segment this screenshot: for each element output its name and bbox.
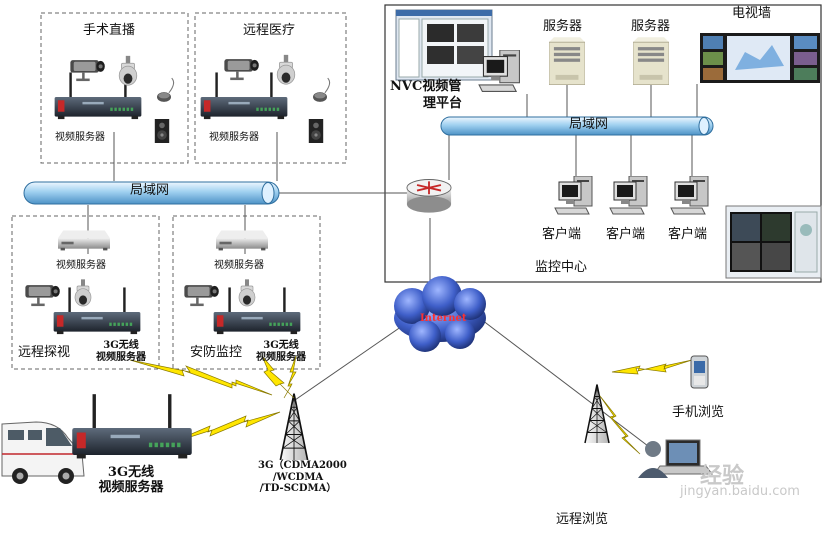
internet-label: Internet	[420, 313, 467, 324]
microphone-icon	[312, 77, 331, 103]
nvc-platform-label-line2: 理平台	[423, 96, 463, 111]
3g-wireless-label-line2: 视频服务器	[96, 351, 146, 363]
video-server-device-icon	[200, 72, 288, 120]
zone-title-remote-probe: 远程探视	[18, 345, 71, 360]
client-label: 客户端	[668, 227, 708, 242]
3g-wireless-label-line1: 3G无线	[263, 340, 299, 351]
lan-pipe-right	[440, 116, 714, 136]
3g-video-server-icon	[72, 394, 192, 459]
speaker-icon	[154, 119, 170, 143]
box-camera-icon	[25, 285, 60, 307]
speaker-icon	[308, 119, 324, 143]
mobile-phone-icon	[690, 355, 709, 389]
dome-camera-icon	[276, 54, 296, 85]
watermark-brand: 经验	[700, 464, 745, 489]
lan-pipe-left	[23, 181, 280, 205]
3g-video-server-icon	[53, 287, 141, 335]
video-server-label: 视频服务器	[56, 260, 106, 271]
nvr-box-icon	[216, 230, 268, 251]
nvc-platform-pc-icon	[478, 50, 520, 92]
lan-label-left: 局域网	[130, 183, 170, 198]
server-icon	[549, 37, 585, 85]
3g-wireless-label-line1: 3G无线	[103, 340, 139, 351]
lan-label-right: 局域网	[569, 117, 609, 132]
3g-wireless-label: 3G无线 视频服务器	[88, 340, 154, 363]
client-label: 客户端	[542, 227, 582, 242]
nvc-platform-label-line1: NVC视频管	[390, 79, 462, 94]
video-wall-label: 电视墙	[732, 6, 772, 21]
connection-lines	[87, 84, 698, 447]
ambulance-van-icon	[1, 421, 85, 484]
dome-camera-icon	[74, 278, 92, 307]
video-server-label: 视频服务器	[55, 132, 105, 143]
video-wall-icon	[700, 33, 820, 83]
3g-wireless-label-line1: 3G无线	[107, 465, 155, 480]
video-server-label: 视频服务器	[214, 260, 264, 271]
video-server-label: 视频服务器	[209, 132, 259, 143]
zone-surgery-live	[40, 12, 189, 164]
3g-network-label: 3G（CDMA2000 /WCDMA /TD-SCDMA）	[258, 460, 347, 495]
3g-wireless-label-line2: 视频服务器	[98, 479, 164, 495]
nvr-box-icon	[58, 230, 110, 251]
client-software-screenshot	[725, 205, 822, 279]
monitor-center-label: 监控中心	[535, 260, 588, 275]
3g-wireless-label-large: 3G无线 视频服务器	[96, 465, 166, 496]
3g-video-server-icon	[213, 287, 301, 335]
server-icon	[633, 37, 669, 85]
internet-cloud	[394, 276, 486, 352]
client-label: 客户端	[606, 227, 646, 242]
3g-network-line3: /TD-SCDMA）	[259, 483, 337, 494]
dome-camera-icon	[238, 278, 256, 307]
router-icon	[406, 178, 452, 214]
client-pc-icon	[670, 176, 709, 215]
laptop-user-icon	[638, 439, 713, 478]
zone-security	[172, 215, 321, 370]
zone-remote-probe	[11, 215, 160, 370]
dashed-zones	[11, 12, 347, 370]
mobile-tower-icon	[584, 382, 610, 444]
client-pc-icon	[609, 176, 648, 215]
box-camera-icon	[184, 285, 219, 307]
server-label: 服务器	[631, 19, 671, 34]
zone-title-remote-medical: 远程医疗	[243, 23, 296, 38]
3g-wireless-label: 3G无线 视频服务器	[248, 340, 314, 363]
microphone-icon	[156, 77, 175, 103]
3g-wireless-label-line2: 视频服务器	[256, 351, 306, 363]
3g-network-line1: 3G（CDMA2000	[258, 460, 347, 471]
nvc-screen-thumbnail	[395, 9, 493, 81]
zone-title-security: 安防监控	[190, 345, 243, 360]
monitor-center-box	[384, 4, 822, 283]
3g-tower-icon	[279, 392, 309, 460]
zone-remote-medical	[194, 12, 347, 164]
box-camera-icon	[70, 60, 105, 82]
watermark-url: jingyan.baidu.com	[680, 484, 800, 499]
box-camera-icon	[224, 59, 259, 81]
3g-network-line2: /WCDMA	[272, 471, 324, 483]
client-pc-icon	[554, 176, 593, 215]
mobile-browse-label: 手机浏览	[672, 405, 725, 420]
dome-camera-icon	[118, 55, 138, 86]
wireless-signals	[129, 355, 693, 455]
server-label: 服务器	[543, 19, 583, 34]
zone-title-surgery-live: 手术直播	[83, 23, 136, 38]
remote-browse-label: 远程浏览	[556, 512, 609, 527]
